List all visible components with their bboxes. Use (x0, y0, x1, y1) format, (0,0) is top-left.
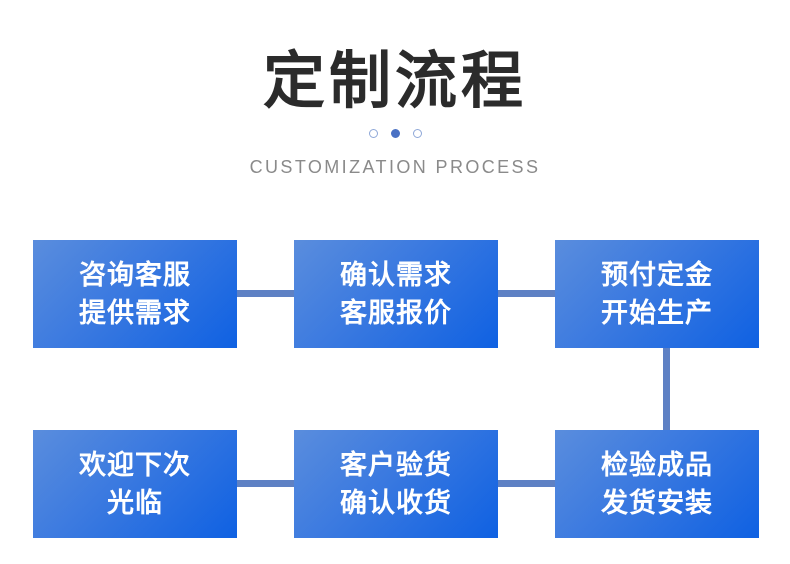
process-step-3-line1: 预付定金 (601, 259, 713, 290)
process-step-6: 欢迎下次 光临 (33, 430, 237, 538)
process-step-2-line1: 确认需求 (340, 259, 452, 290)
process-step-1-line2: 提供需求 (79, 298, 191, 328)
connector-step2-to-step3 (489, 290, 563, 297)
process-step-6-line2: 光临 (107, 488, 163, 518)
process-step-6-line1: 欢迎下次 (79, 449, 191, 480)
dot-indicator-1 (368, 128, 378, 138)
dot-indicator-2 (390, 128, 400, 138)
connector-step3-to-step4 (663, 344, 670, 436)
connector-step1-to-step2 (228, 290, 302, 297)
process-step-3-line2: 开始生产 (601, 298, 713, 328)
process-step-2-line2: 客服报价 (340, 298, 452, 328)
page-title: 定制流程 (262, 44, 527, 117)
dot-separator (0, 127, 790, 139)
page-subtitle: CUSTOMIZATION PROCESS (249, 157, 541, 178)
process-step-2: 确认需求 客服报价 (294, 240, 498, 348)
process-step-4-line2: 发货安装 (601, 488, 713, 518)
process-step-4-line1: 检验成品 (601, 449, 713, 480)
dot-indicator-3 (412, 128, 422, 138)
process-step-3: 预付定金 开始生产 (555, 240, 759, 348)
header: 定制流程 CUSTOMIZATION PROCESS (0, 0, 790, 178)
process-step-5-line2: 确认收货 (340, 488, 452, 518)
connector-step5-to-step6 (228, 480, 302, 487)
process-step-5-line1: 客户验货 (340, 449, 452, 480)
process-step-1: 咨询客服 提供需求 (33, 240, 237, 348)
process-step-4: 检验成品 发货安装 (555, 430, 759, 538)
process-step-5: 客户验货 确认收货 (294, 430, 498, 538)
process-step-1-line1: 咨询客服 (79, 259, 191, 290)
connector-step4-to-step5 (489, 480, 563, 487)
